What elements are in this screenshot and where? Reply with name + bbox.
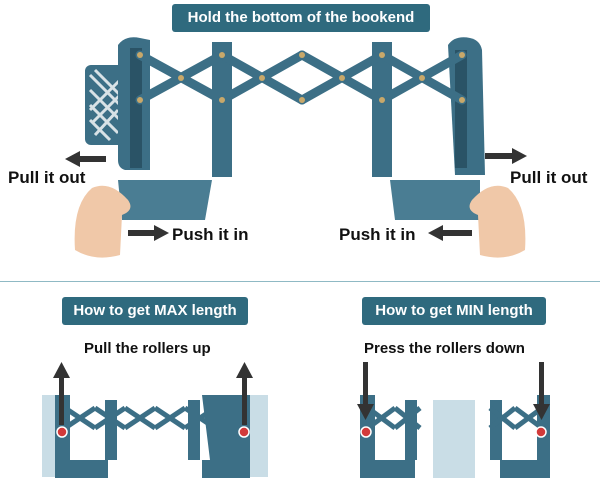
min-length-instruction: Press the rollers down xyxy=(364,340,525,357)
rivets xyxy=(137,52,465,103)
arrows-top xyxy=(65,148,527,241)
max-length-diagram xyxy=(42,362,268,478)
pull-out-left-label: Pull it out xyxy=(8,168,86,187)
left-bookend-base xyxy=(118,180,212,220)
right-bookend-upright xyxy=(448,37,485,175)
min-length-diagram xyxy=(357,362,550,478)
push-in-left-label: Push it in xyxy=(172,225,249,244)
max-length-instruction: Pull the rollers up xyxy=(84,340,211,357)
right-hand xyxy=(469,185,526,258)
left-bookend-upright xyxy=(118,37,150,170)
inner-upright-left xyxy=(212,42,232,177)
right-bookend-base xyxy=(390,180,480,220)
push-in-right-label: Push it in xyxy=(339,225,416,244)
inner-upright-right xyxy=(372,42,392,177)
section-divider xyxy=(0,281,600,282)
scissor-arms xyxy=(135,50,467,105)
min-length-badge: How to get MIN length xyxy=(362,297,546,325)
left-hand xyxy=(74,185,131,258)
pen-basket xyxy=(85,65,125,145)
pull-out-right-label: Pull it out xyxy=(510,168,588,187)
top-title-badge: Hold the bottom of the bookend xyxy=(172,4,430,32)
max-length-badge: How to get MAX length xyxy=(62,297,248,325)
